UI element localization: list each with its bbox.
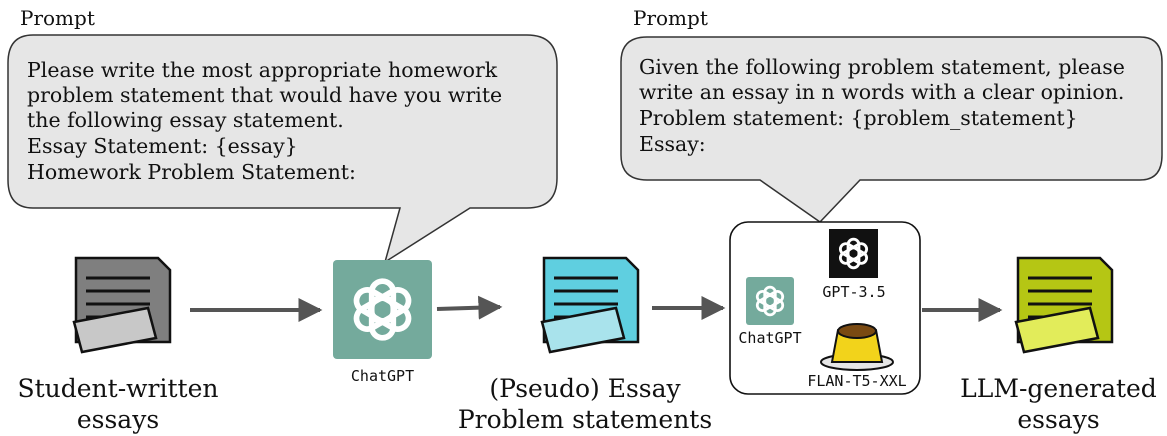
chatgpt-caption: ChatGPT <box>350 367 415 385</box>
pudding-icon <box>820 323 894 371</box>
prompt-1-line: problem statement that would have you wr… <box>27 83 503 107</box>
arrow-chatgpt-to-pseudo <box>436 295 503 320</box>
prompt-label-2: Prompt <box>633 6 708 30</box>
prompt-1-line: the following essay statement. <box>27 108 344 132</box>
document-icon <box>72 256 172 354</box>
model-gpt35-label: GPT-3.5 <box>822 283 886 301</box>
prompt-label-1: Prompt <box>20 6 95 30</box>
llm-caption-line1: LLM-generated <box>960 374 1157 403</box>
prompt-bubble-1 <box>7 34 558 264</box>
prompt-1-line: Homework Problem Statement: <box>27 160 356 184</box>
document-icon <box>1014 256 1114 354</box>
pseudo-caption-line2: Problem statements <box>457 405 713 434</box>
document-icon <box>540 256 640 354</box>
openai-logo-icon <box>829 229 878 278</box>
chatgpt-logo-icon <box>746 277 794 325</box>
prompt-1-line: Please write the most appropriate homewo… <box>27 58 498 82</box>
student-caption-line2: essays <box>76 405 160 434</box>
llm-caption-line2: essays <box>1017 405 1100 434</box>
student-caption-line1: Student-written <box>17 374 219 403</box>
pseudo-caption-line1: (Pseudo) Essay <box>489 374 681 403</box>
prompt-2-line: write an essay in n words with a clear o… <box>639 80 1125 104</box>
model-flan-label: FLAN-T5-XXL <box>807 372 907 390</box>
prompt-1-line: Essay Statement: {essay} <box>27 134 298 158</box>
prompt-bubble-2 <box>620 36 1163 223</box>
prompt-2-line: Essay: <box>639 132 706 156</box>
chatgpt-logo-icon <box>333 260 432 359</box>
prompt-2-line: Given the following problem statement, p… <box>639 55 1125 79</box>
model-chatgpt-label: ChatGPT <box>738 329 802 347</box>
prompt-2-line: Problem statement: {problem_statement} <box>639 106 1078 130</box>
